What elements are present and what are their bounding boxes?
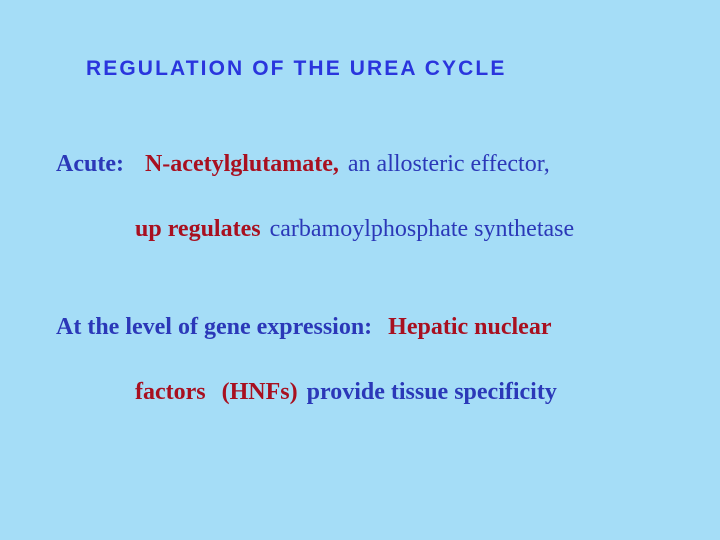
hepatic-nuclear-text: Hepatic nuclear [388,314,552,340]
body-line-acute: Acute: N-acetylglutamate, an allosteric ef… [56,152,550,176]
factors-text: factors [135,379,206,405]
allosteric-effector-text: an allosteric effector, [347,151,550,177]
up-regulates-text: up regulates [135,216,261,242]
body-line-hnf: factors (HNFs) provide tissue specificity [135,380,557,404]
gene-expression-label: At the level of gene expression: [56,314,373,340]
body-line-gene-expression: At the level of gene expression: Hepatic … [56,315,551,339]
n-acetylglutamate-term: N-acetylglutamate, [144,151,339,177]
body-line-upregulates: up regulates carbamoylphosphate synthetas… [135,217,574,241]
tissue-specificity-text: provide tissue specificity [306,379,557,405]
carbamoylphosphate-synthetase-term: carbamoylphosphate synthetase [269,216,575,242]
hnfs-abbreviation: (HNFs) [221,379,298,405]
slide-title: REGULATION OF THE UREA CYCLE [86,57,507,80]
acute-label: Acute: [56,151,124,177]
